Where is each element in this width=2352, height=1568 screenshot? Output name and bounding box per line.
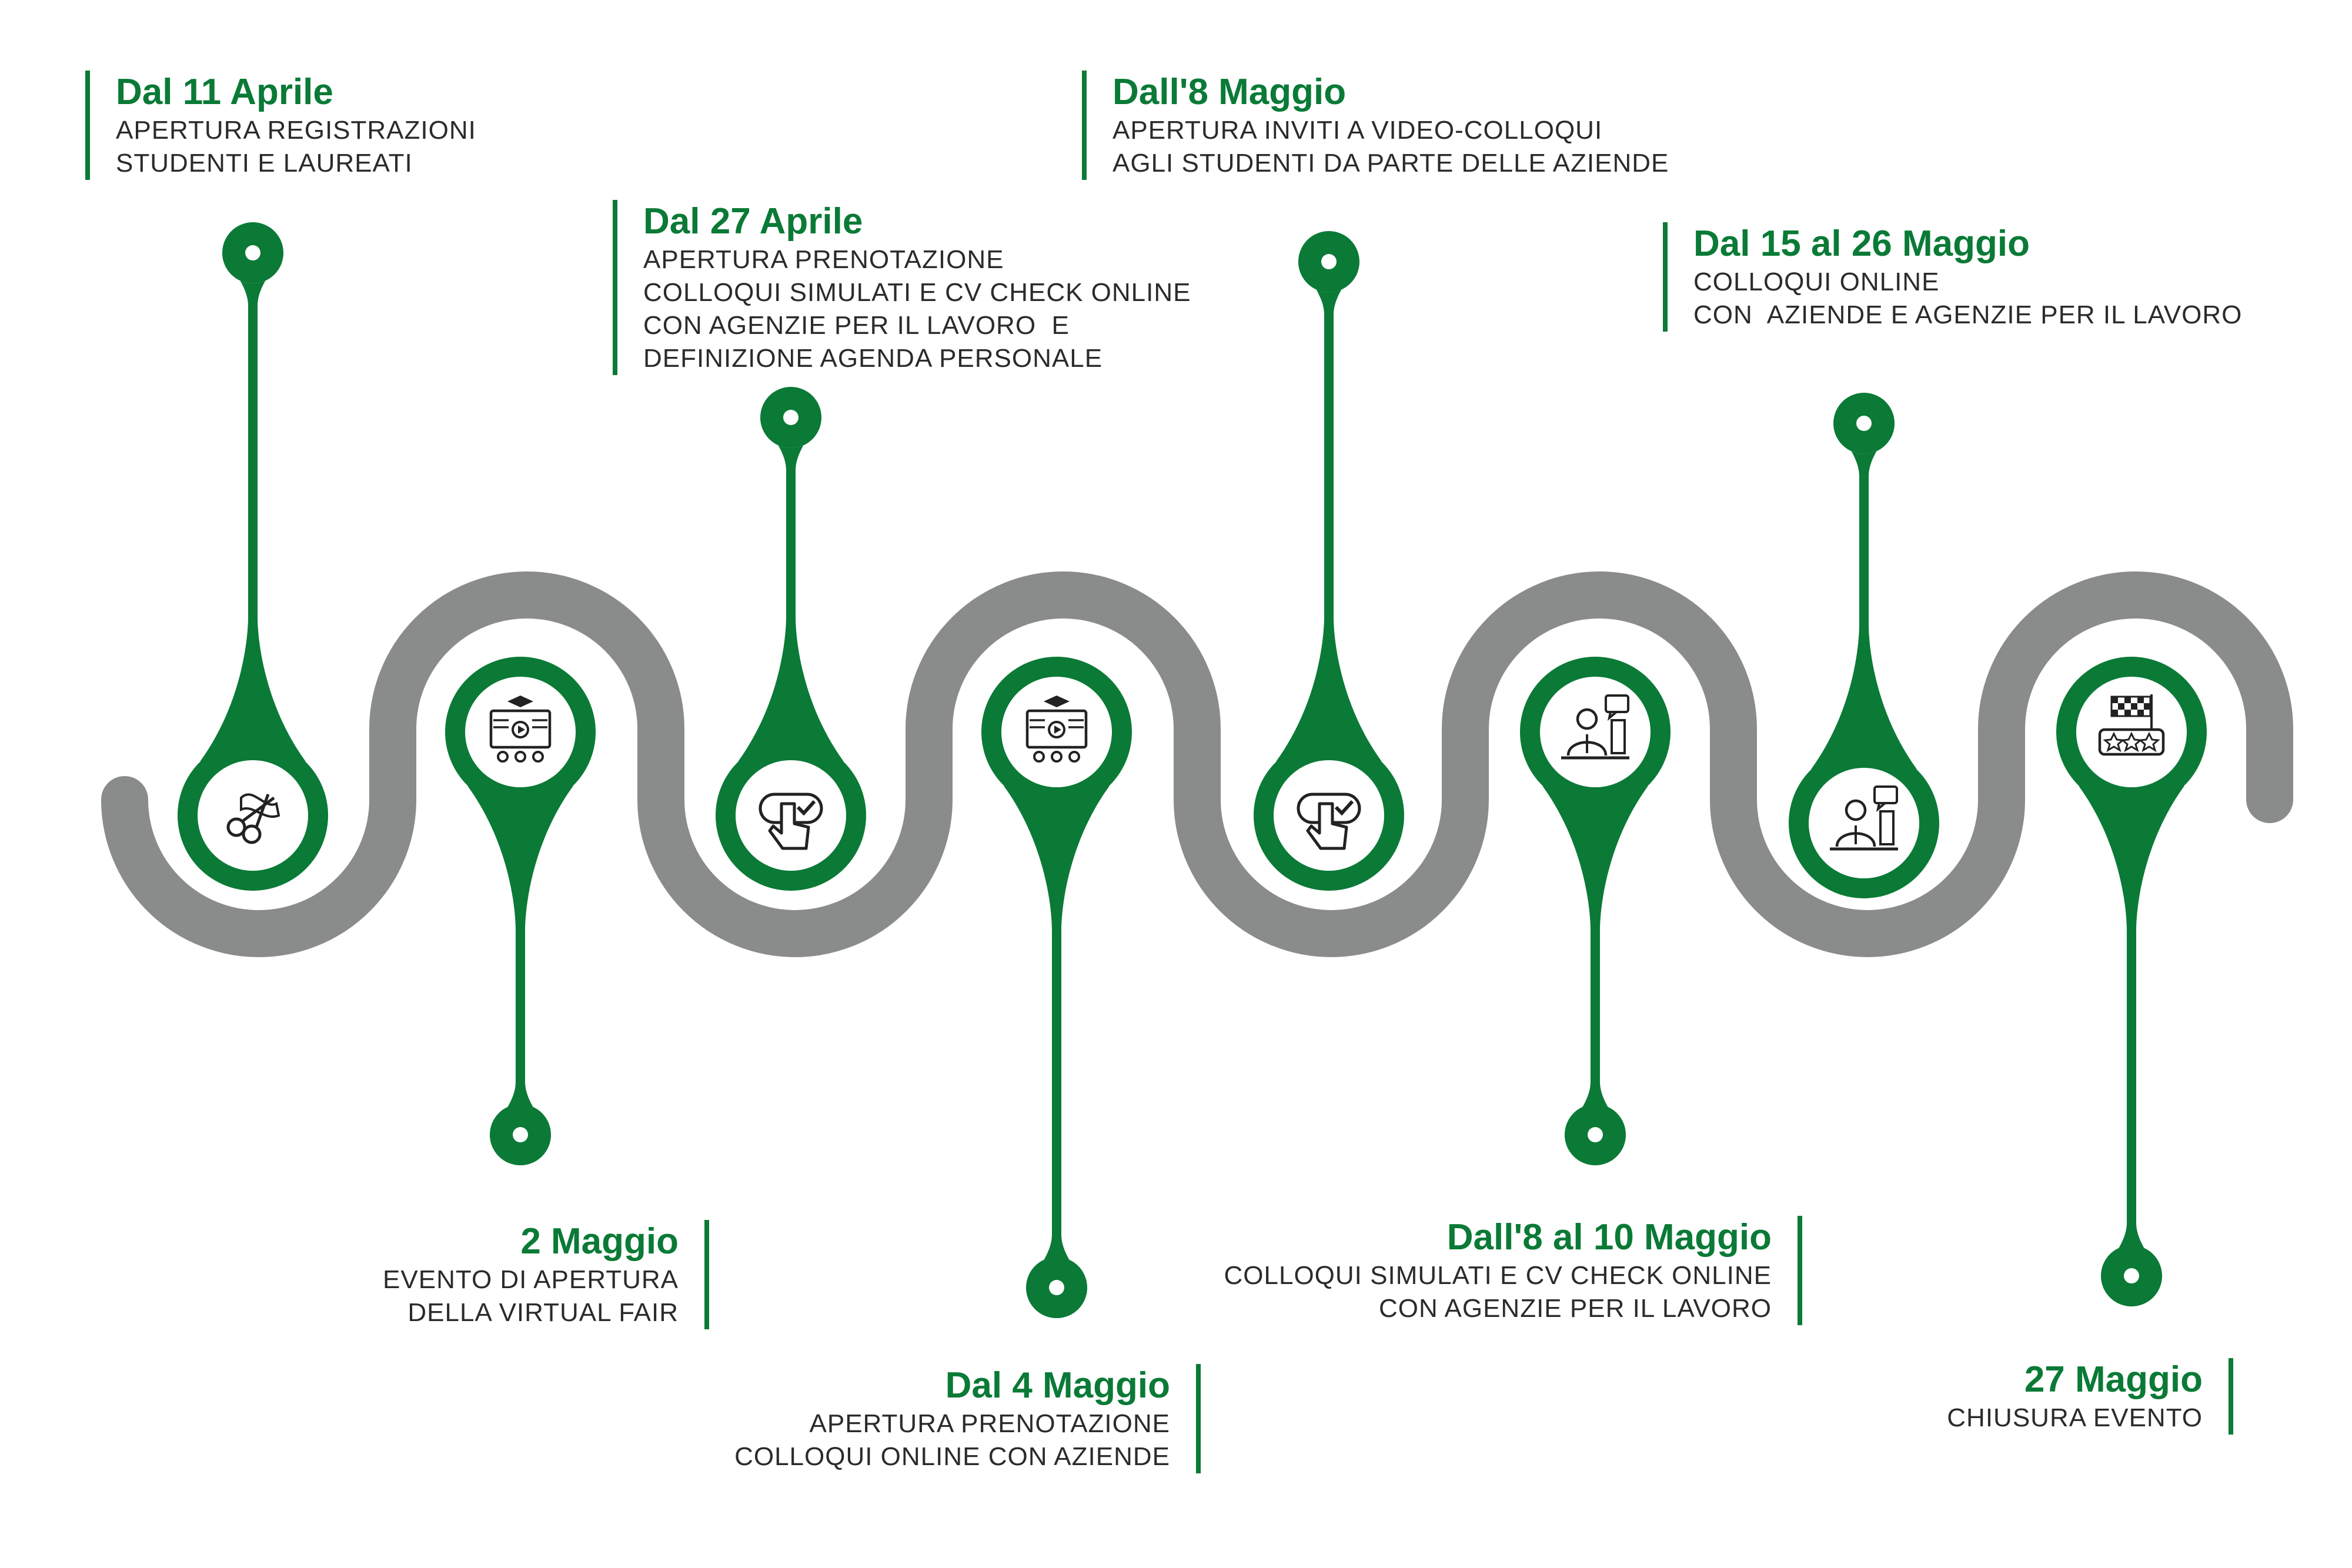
milestone-pin-stem-3 <box>738 417 844 761</box>
milestone-label-3: Dal 27 Aprile APERTURA PRENOTAZIONE COLL… <box>613 200 1191 375</box>
milestone-pin-dot-2 <box>513 1127 528 1142</box>
milestone-pin-stem-1 <box>200 253 306 761</box>
milestone-pin-1 <box>178 222 328 891</box>
hand-click-check-icon <box>759 793 823 850</box>
milestone-marker-inner-7 <box>1809 768 1919 878</box>
milestone-pin-3 <box>716 387 866 891</box>
milestone-date-1: Dal 11 Aprile <box>116 72 333 112</box>
milestone-label-4: Dal 4 Maggio APERTURA PRENOTAZIONE COLLO… <box>734 1364 1201 1473</box>
milestone-pin-stem-5 <box>1276 262 1382 761</box>
milestone-label-8: 27 Maggio CHIUSURA EVENTO <box>1947 1358 2233 1435</box>
online-lecture-presentation-icon <box>489 696 552 763</box>
milestone-pin-2 <box>445 657 596 1165</box>
finish-flag-rating-icon <box>2098 694 2165 756</box>
milestone-date-3: Dal 27 Aprile <box>643 201 863 242</box>
milestone-desc-7: COLLOQUI ONLINE CON AZIENDE E AGENZIE PE… <box>1693 268 2243 329</box>
milestone-pin-stem-7 <box>1811 423 1917 769</box>
milestone-pin-dot-3 <box>783 410 799 425</box>
milestone-date-2: 2 Maggio <box>520 1221 679 1262</box>
milestone-desc-4: APERTURA PRENOTAZIONE COLLOQUI ONLINE CO… <box>734 1409 1170 1471</box>
milestone-date-5: Dall'8 Maggio <box>1112 72 1347 112</box>
milestone-pin-dot-4 <box>1049 1280 1064 1295</box>
milestone-date-4: Dal 4 Maggio <box>945 1365 1170 1406</box>
milestone-pin-6 <box>1520 657 1671 1165</box>
milestone-desc-8: CHIUSURA EVENTO <box>1947 1403 2203 1432</box>
milestone-label-7: Dal 15 al 26 Maggio COLLOQUI ONLINE CON … <box>1663 222 2242 332</box>
milestone-pin-stem-8 <box>2079 786 2184 1306</box>
milestone-desc-5: APERTURA INVITI A VIDEO-COLLOQUI AGLI ST… <box>1112 116 1669 178</box>
milestone-desc-1: APERTURA REGISTRAZIONI STUDENTI E LAUREA… <box>116 116 476 178</box>
milestone-pin-7 <box>1789 393 1939 898</box>
milestone-pin-dot-1 <box>245 245 260 260</box>
milestone-pin-dot-8 <box>2124 1268 2139 1283</box>
milestone-pin-5 <box>1254 231 1404 891</box>
milestone-marker-inner-1 <box>198 760 308 871</box>
scissors-ribbon-cutting-icon <box>226 793 280 844</box>
milestone-pin-dot-5 <box>1321 254 1337 269</box>
milestone-date-7: Dal 15 al 26 Maggio <box>1693 223 2030 264</box>
milestone-label-2: 2 Maggio EVENTO DI APERTURA DELLA VIRTUA… <box>383 1220 709 1329</box>
milestone-label-6: Dall'8 al 10 Maggio COLLOQUI SIMULATI E … <box>1224 1216 1802 1325</box>
milestone-desc-3: APERTURA PRENOTAZIONE COLLOQUI SIMULATI … <box>643 245 1191 373</box>
hand-click-check-icon <box>1297 793 1361 850</box>
milestone-desc-2: EVENTO DI APERTURA DELLA VIRTUAL FAIR <box>383 1265 679 1327</box>
milestone-marker-inner-6 <box>1540 677 1651 787</box>
milestone-pin-stem-4 <box>1004 786 1110 1318</box>
milestone-pin-4 <box>981 657 1132 1318</box>
video-call-person-icon <box>1830 785 1898 851</box>
milestone-label-5: Dall'8 Maggio APERTURA INVITI A VIDEO-CO… <box>1082 71 1669 180</box>
milestone-pin-stem-6 <box>1542 786 1648 1165</box>
milestone-pin-dot-6 <box>1588 1127 1603 1142</box>
milestone-date-8: 27 Maggio <box>2024 1359 2203 1400</box>
milestone-pin-8 <box>2056 657 2207 1306</box>
milestone-label-1: Dal 11 Aprile APERTURA REGISTRAZIONI STU… <box>85 71 476 180</box>
milestone-desc-6: COLLOQUI SIMULATI E CV CHECK ONLINE CON … <box>1224 1261 1772 1323</box>
milestone-date-6: Dall'8 al 10 Maggio <box>1446 1217 1772 1258</box>
milestone-pin-stem-2 <box>467 786 573 1165</box>
timeline-road <box>101 571 2293 957</box>
video-call-person-icon <box>1561 694 1629 760</box>
online-lecture-presentation-icon <box>1025 696 1088 763</box>
milestone-pin-dot-7 <box>1856 416 1872 431</box>
